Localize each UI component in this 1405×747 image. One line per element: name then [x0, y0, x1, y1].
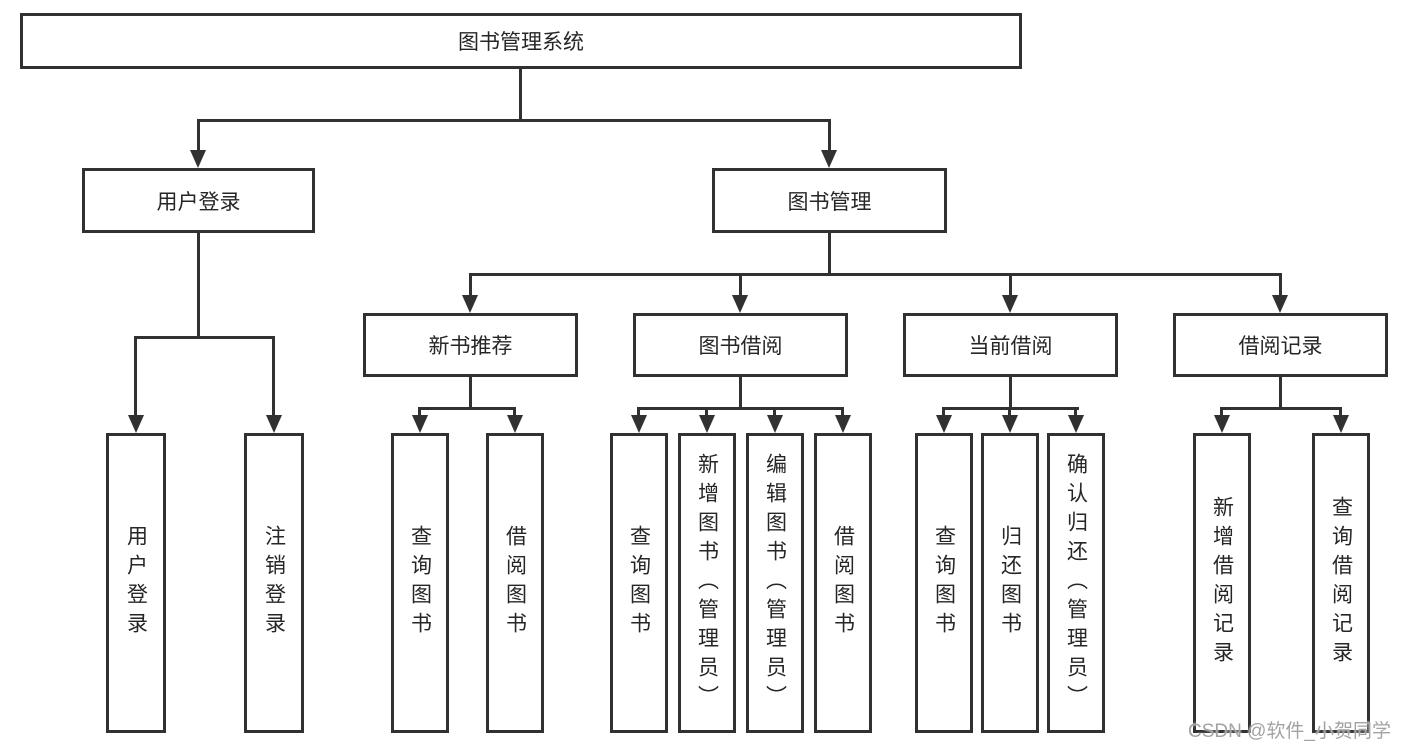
- connector: [197, 119, 200, 151]
- node-label: 当前借阅: [968, 335, 1053, 358]
- connector: [739, 377, 742, 409]
- node-book-borrowing: 图书借阅: [633, 313, 848, 377]
- connector: [1279, 377, 1282, 409]
- arrowhead: [936, 415, 952, 433]
- arrowhead: [462, 295, 478, 313]
- arrowhead: [1333, 415, 1349, 433]
- connector: [1220, 407, 1223, 415]
- arrowhead: [412, 415, 428, 433]
- connector: [637, 407, 640, 415]
- connector: [705, 407, 708, 415]
- leaf-label: 确认归还（管理员）: [1064, 452, 1088, 714]
- arrowhead: [1272, 295, 1288, 313]
- connector: [197, 233, 200, 338]
- connector: [197, 119, 831, 122]
- connector: [513, 407, 516, 415]
- arrowhead: [732, 295, 748, 313]
- connector: [841, 407, 844, 415]
- connector: [637, 407, 844, 410]
- connector: [1220, 407, 1342, 410]
- node-current-borrowing: 当前借阅: [903, 313, 1118, 377]
- leaf-label: 注销登录: [262, 525, 286, 641]
- connector: [519, 69, 522, 121]
- connector: [134, 336, 275, 339]
- arrowhead: [699, 415, 715, 433]
- connector: [1074, 407, 1077, 415]
- arrowhead: [128, 415, 144, 433]
- node-book-management: 图书管理: [712, 168, 947, 233]
- node-label: 借阅记录: [1238, 335, 1323, 358]
- arrowhead: [1002, 295, 1018, 313]
- connector: [1339, 407, 1342, 415]
- connector: [1008, 407, 1011, 415]
- arrowhead: [767, 415, 783, 433]
- node-label: 图书管理: [787, 190, 872, 214]
- node-label: 图书管理系统: [458, 31, 584, 54]
- leaf-label: 查询图书: [932, 525, 956, 641]
- arrowhead: [1002, 415, 1018, 433]
- leaf-label: 用户登录: [124, 525, 148, 641]
- leaf-br-query-borrow-record: 查询借阅记录: [1312, 433, 1370, 733]
- connector: [418, 407, 516, 410]
- node-borrowing-records: 借阅记录: [1173, 313, 1388, 377]
- connector: [773, 407, 776, 415]
- connector: [469, 377, 472, 409]
- connector: [272, 336, 275, 415]
- leaf-label: 归还图书: [998, 525, 1022, 641]
- leaf-br-add-borrow-record: 新增借阅记录: [1193, 433, 1251, 733]
- leaf-bb-query-books: 查询图书: [610, 433, 668, 733]
- leaf-user-login: 用户登录: [106, 433, 166, 733]
- connector: [134, 336, 137, 415]
- leaf-label: 查询图书: [408, 525, 432, 641]
- connector: [1279, 273, 1282, 295]
- leaf-nb-borrow-books: 借阅图书: [486, 433, 544, 733]
- leaf-bb-add-books-admin: 新增图书（管理员）: [678, 433, 736, 733]
- connector: [1009, 273, 1012, 295]
- connector: [1009, 377, 1012, 409]
- connector: [828, 119, 831, 151]
- arrowhead: [835, 415, 851, 433]
- node-user-login: 用户登录: [82, 168, 315, 233]
- connector: [942, 407, 945, 415]
- leaf-label: 借阅图书: [831, 525, 855, 641]
- connector: [469, 273, 1282, 276]
- leaf-label: 查询图书: [627, 525, 651, 641]
- connector: [418, 407, 421, 415]
- node-label: 新书推荐: [428, 335, 513, 358]
- csdn-watermark: CSDN @软件_小贺同学: [1188, 721, 1391, 742]
- leaf-label: 查询借阅记录: [1329, 496, 1353, 670]
- leaf-bb-edit-books-admin: 编辑图书（管理员）: [746, 433, 804, 733]
- arrowhead: [1214, 415, 1230, 433]
- arrowhead: [631, 415, 647, 433]
- leaf-cb-return-books: 归还图书: [981, 433, 1039, 733]
- leaf-bb-borrow-books: 借阅图书: [814, 433, 872, 733]
- arrowhead: [190, 150, 206, 168]
- connector: [828, 233, 831, 275]
- arrowhead: [1068, 415, 1084, 433]
- leaf-nb-query-books: 查询图书: [391, 433, 449, 733]
- leaf-logout: 注销登录: [244, 433, 304, 733]
- node-library-management-system: 图书管理系统: [20, 13, 1022, 69]
- connector: [739, 273, 742, 295]
- arrowhead: [507, 415, 523, 433]
- arrowhead: [821, 150, 837, 168]
- leaf-label: 新增借阅记录: [1210, 496, 1234, 670]
- node-label: 图书借阅: [698, 335, 783, 358]
- leaf-label: 编辑图书（管理员）: [763, 452, 787, 714]
- leaf-label: 借阅图书: [503, 525, 527, 641]
- arrowhead: [266, 415, 282, 433]
- leaf-cb-confirm-return-admin: 确认归还（管理员）: [1047, 433, 1105, 733]
- leaf-cb-query-books: 查询图书: [915, 433, 973, 733]
- node-label: 用户登录: [156, 190, 241, 214]
- leaf-label: 新增图书（管理员）: [695, 452, 719, 714]
- connector: [469, 273, 472, 295]
- node-new-book-recommendation: 新书推荐: [363, 313, 578, 377]
